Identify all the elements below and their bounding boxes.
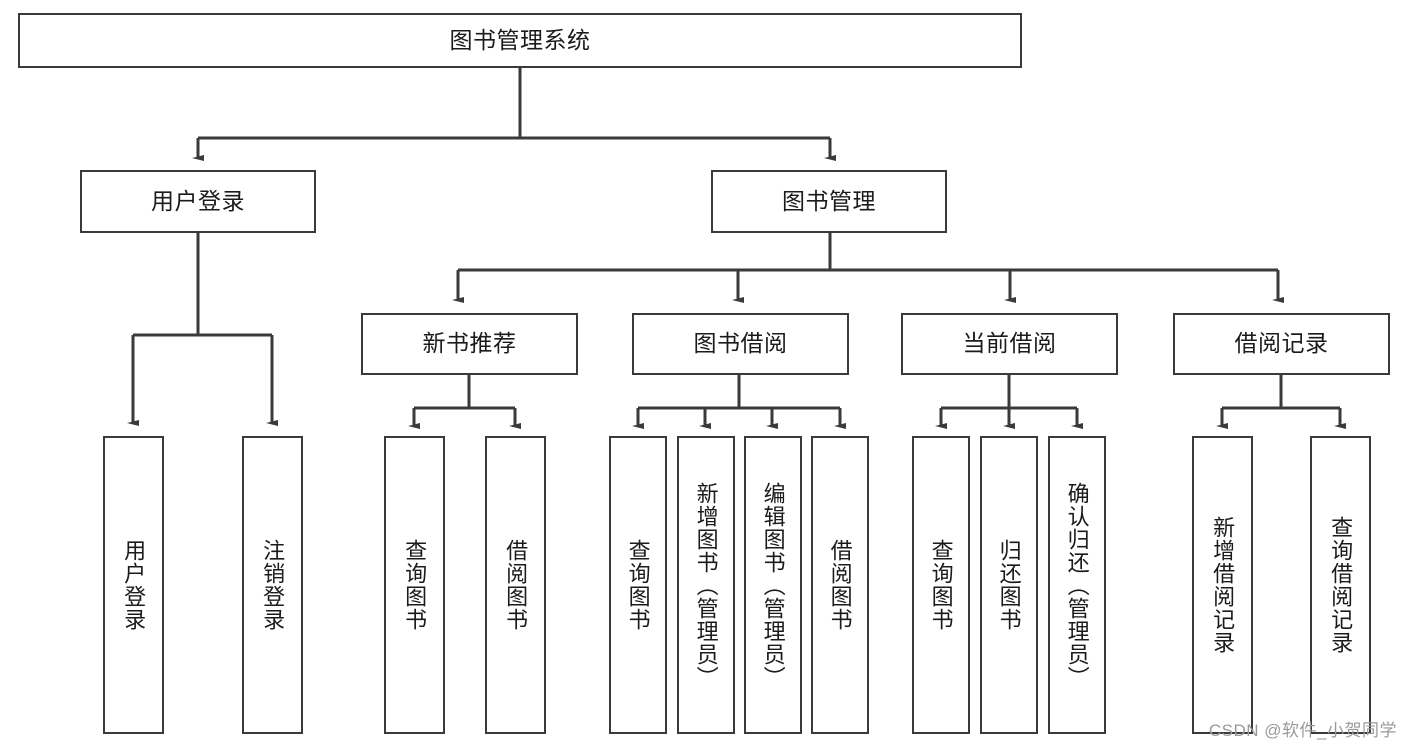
node-borrow-record-label: 借阅记录 (1234, 330, 1329, 357)
node-leaf-edit-book-label: 编辑图书（管理员） (760, 481, 786, 689)
node-root-label: 图书管理系统 (449, 26, 591, 53)
node-user-login[interactable]: 用户登录 (80, 170, 316, 233)
node-user-login-label: 用户登录 (151, 187, 245, 214)
node-leaf-add-book-label: 新增图书（管理员） (693, 481, 719, 689)
node-leaf-logout-login[interactable]: 注销登录 (242, 436, 303, 734)
node-leaf-add-record-label: 新增借阅记录 (1210, 516, 1236, 654)
node-leaf-borrow-book-2[interactable]: 借阅图书 (811, 436, 869, 734)
node-current-borrow-label: 当前借阅 (962, 330, 1057, 357)
node-new-book-recommend-label: 新书推荐 (422, 330, 517, 357)
node-leaf-query-record-label: 查询借阅记录 (1328, 516, 1354, 654)
node-leaf-add-record[interactable]: 新增借阅记录 (1192, 436, 1253, 734)
node-leaf-query-book-3-label: 查询图书 (928, 539, 954, 631)
node-book-borrow[interactable]: 图书借阅 (632, 313, 849, 375)
node-leaf-query-book-3[interactable]: 查询图书 (912, 436, 970, 734)
node-leaf-confirm-return-label: 确认归还（管理员） (1064, 481, 1090, 689)
node-leaf-query-book-1-label: 查询图书 (402, 539, 428, 631)
node-leaf-query-book-1[interactable]: 查询图书 (384, 436, 445, 734)
node-leaf-user-login-label: 用户登录 (121, 539, 147, 631)
node-book-manage-label: 图书管理 (782, 187, 876, 214)
node-new-book-recommend[interactable]: 新书推荐 (361, 313, 578, 375)
node-leaf-logout-login-label: 注销登录 (260, 539, 286, 631)
node-leaf-return-book[interactable]: 归还图书 (980, 436, 1038, 734)
node-leaf-borrow-book-2-label: 借阅图书 (827, 539, 853, 631)
node-leaf-borrow-book-1[interactable]: 借阅图书 (485, 436, 546, 734)
node-leaf-confirm-return[interactable]: 确认归还（管理员） (1048, 436, 1106, 734)
node-leaf-query-book-2-label: 查询图书 (625, 539, 651, 631)
node-borrow-record[interactable]: 借阅记录 (1173, 313, 1390, 375)
node-book-manage[interactable]: 图书管理 (711, 170, 947, 233)
csdn-watermark: CSDN @软件_小贺同学 (1208, 721, 1397, 740)
node-leaf-query-book-2[interactable]: 查询图书 (609, 436, 667, 734)
node-book-borrow-label: 图书借阅 (693, 330, 788, 357)
node-root-book-management-system[interactable]: 图书管理系统 (18, 13, 1022, 68)
node-leaf-add-book[interactable]: 新增图书（管理员） (677, 436, 735, 734)
node-leaf-return-book-label: 归还图书 (996, 539, 1022, 631)
node-leaf-edit-book[interactable]: 编辑图书（管理员） (744, 436, 802, 734)
node-current-borrow[interactable]: 当前借阅 (901, 313, 1118, 375)
node-leaf-user-login[interactable]: 用户登录 (103, 436, 164, 734)
node-leaf-borrow-book-1-label: 借阅图书 (503, 539, 529, 631)
node-leaf-query-record[interactable]: 查询借阅记录 (1310, 436, 1371, 734)
